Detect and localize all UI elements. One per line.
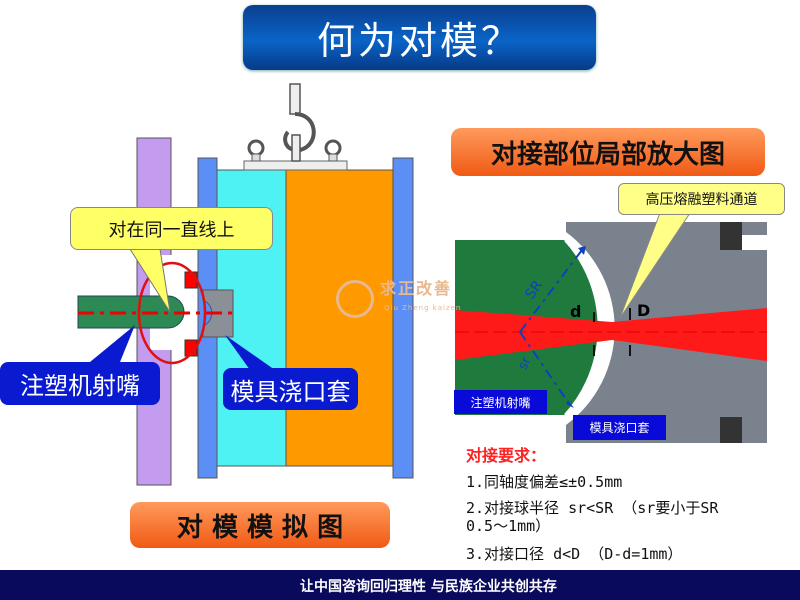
requirement-item: 2.对接球半径 sr<SR （sr要小于SR 0.5～1mm） xyxy=(466,499,719,535)
sprue-bushing-label: 模具浇口套 xyxy=(223,368,358,410)
requirement-item: 3.对接口径 d<D （D-d=1mm） xyxy=(466,545,683,563)
watermark-name: 求正改善 xyxy=(380,279,453,298)
dim-D: D xyxy=(637,301,651,320)
channel-callout: 高压熔融塑料通道 xyxy=(618,183,785,215)
detail-sprue-label: 模具浇口套 xyxy=(573,415,666,440)
nozzle-label: 注塑机射嘴 xyxy=(0,362,160,405)
slide-title: 何为对模？ xyxy=(243,5,596,70)
detail-title: 对接部位局部放大图 xyxy=(451,128,765,176)
footer-slogan: 让中国咨询回归理性 与民族企业共创共存 xyxy=(300,579,557,595)
melt-channel xyxy=(455,308,767,361)
detail-nozzle-label: 注塑机射嘴 xyxy=(454,390,547,414)
alignment-callout: 对在同一直线上 xyxy=(70,207,273,250)
watermark-pinyin: Qiu Zheng kaizen xyxy=(384,304,462,312)
dim-d: d xyxy=(570,302,582,321)
clamp-plate-right xyxy=(392,157,414,479)
crane-hook-icon xyxy=(283,83,316,162)
diagram-caption: 对 模 模 拟 图 xyxy=(130,502,390,548)
alignment-circle xyxy=(137,261,207,365)
joint-detail-diagram xyxy=(455,212,767,443)
requirement-item: 1.同轴度偏差≤±0.5mm xyxy=(466,473,623,491)
lifting-plate xyxy=(243,160,348,171)
locating-ring-top xyxy=(184,271,198,289)
core-plate xyxy=(285,169,394,467)
requirements-heading: 对接要求： xyxy=(466,446,547,465)
footer-bar: 让中国咨询回归理性 与民族企业共创共存 xyxy=(0,570,800,600)
watermark-logo-icon xyxy=(336,280,374,318)
